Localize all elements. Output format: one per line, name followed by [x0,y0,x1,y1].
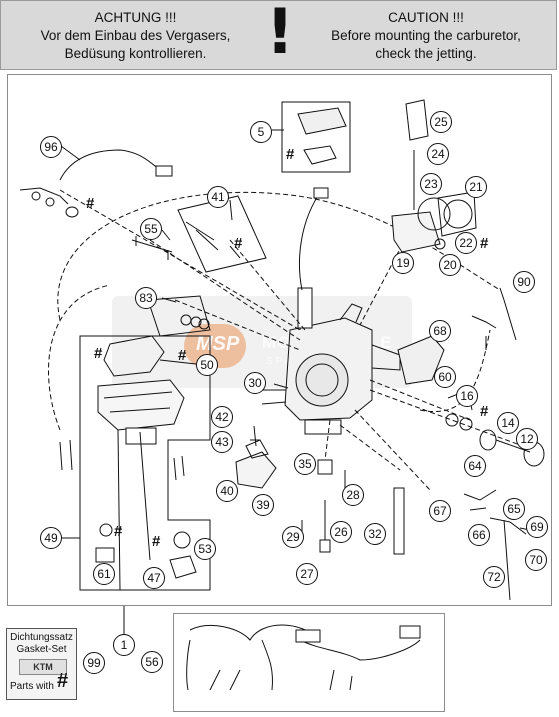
callout-30[interactable]: 30 [244,372,266,394]
callout-50[interactable]: 50 [196,354,218,376]
callout-56[interactable]: 56 [141,651,163,673]
callout-16[interactable]: 16 [456,385,478,407]
gasket-marker: # [234,235,243,252]
callout-60[interactable]: 60 [434,366,456,388]
callout-66[interactable]: 66 [468,524,490,546]
callout-96[interactable]: 96 [40,136,62,158]
box-part-83 [147,295,211,337]
callout-65[interactable]: 65 [503,498,525,520]
warning-header: ACHTUNG !!! Vor dem Einbau des Vergasers… [0,0,557,70]
callout-70[interactable]: 70 [525,549,547,571]
hose-90 [471,287,517,350]
callout-41[interactable]: 41 [207,186,229,208]
gasket-marker: # [114,523,123,540]
top-cover [281,101,351,173]
callout-5[interactable]: 5 [250,121,272,143]
gasket-marker: # [480,235,489,252]
callout-23[interactable]: 23 [420,173,442,195]
callout-27[interactable]: 27 [296,563,318,585]
gasket-marker: # [480,403,489,420]
warning-de-line2: Vor dem Einbau des Vergasers, [40,28,231,43]
exploded-view-frame [7,74,552,606]
warning-en-line3: check the jetting. [375,46,477,61]
bowl-gasket [103,335,165,377]
callout-43[interactable]: 43 [211,431,233,453]
callout-12[interactable]: 12 [516,428,538,450]
callout-99[interactable]: 99 [83,652,105,674]
callout-21[interactable]: 21 [465,176,487,198]
callout-39[interactable]: 39 [252,494,274,516]
gasket-marker: # [152,533,161,550]
callout-29[interactable]: 29 [282,526,304,548]
kit-footer: Parts with [10,681,54,692]
kit-label-en: Gasket-Set [16,644,67,655]
exclamation-icon: ! [265,0,295,68]
warning-english: CAUTION !!! Before mounting the carburet… [301,9,551,63]
callout-25[interactable]: 25 [430,111,452,133]
callout-47[interactable]: 47 [143,567,165,589]
callout-35[interactable]: 35 [294,453,316,475]
callout-26[interactable]: 26 [330,521,352,543]
callout-19[interactable]: 19 [392,252,414,274]
callout-42[interactable]: 42 [211,406,233,428]
callout-28[interactable]: 28 [342,484,364,506]
gasket-kit-box: Dichtungssatz Gasket-Set KTM Parts with … [6,628,77,700]
carburetor-body [261,287,401,435]
callout-72[interactable]: 72 [483,566,505,588]
cable-part-96 [19,149,173,218]
kit-hash-marker: # [57,670,69,692]
callout-69[interactable]: 69 [526,516,548,538]
callout-14[interactable]: 14 [497,412,519,434]
acc-pump-19 [391,211,441,253]
callout-40[interactable]: 40 [216,480,238,502]
callout-1[interactable]: 1 [113,634,135,656]
gasket-marker: # [86,195,95,212]
warning-en-line2: Before mounting the carburetor, [331,28,521,43]
callout-55[interactable]: 55 [140,218,162,240]
ktm-logo: KTM [19,659,67,675]
throttle-cable [298,189,323,291]
callout-67[interactable]: 67 [429,500,451,522]
cable-set-frame [173,613,445,712]
callout-53[interactable]: 53 [194,538,216,560]
watermark-logo-text: MSP [196,333,240,355]
gasket-marker: # [94,345,103,362]
callout-20[interactable]: 20 [439,254,461,276]
callout-83[interactable]: 83 [135,287,157,309]
warning-de-title: ACHTUNG !!! [94,10,177,25]
kit-label-de: Dichtungssatz [10,632,73,643]
callout-24[interactable]: 24 [427,143,449,165]
callout-64[interactable]: 64 [464,455,486,477]
callout-61[interactable]: 61 [93,563,115,585]
callout-22[interactable]: 22 [455,232,477,254]
cover-68 [397,335,445,385]
gasket-marker: # [178,347,187,364]
diaphragm-21 [437,191,477,237]
lower-cables [186,624,421,691]
screw-part-55 [131,236,173,260]
gasket-marker: # [286,146,295,163]
warning-de-line3: Bedüsung kontrollieren. [64,46,207,61]
box-part-25 [405,99,429,141]
box-part-41 [177,195,267,273]
float-bowl [97,379,185,445]
callout-32[interactable]: 32 [364,523,386,545]
callout-90[interactable]: 90 [513,271,535,293]
callout-68[interactable]: 68 [429,320,451,342]
warning-german: ACHTUNG !!! Vor dem Einbau des Vergasers… [13,9,258,63]
callout-49[interactable]: 49 [40,527,62,549]
warning-en-title: CAUTION !!! [388,10,464,25]
